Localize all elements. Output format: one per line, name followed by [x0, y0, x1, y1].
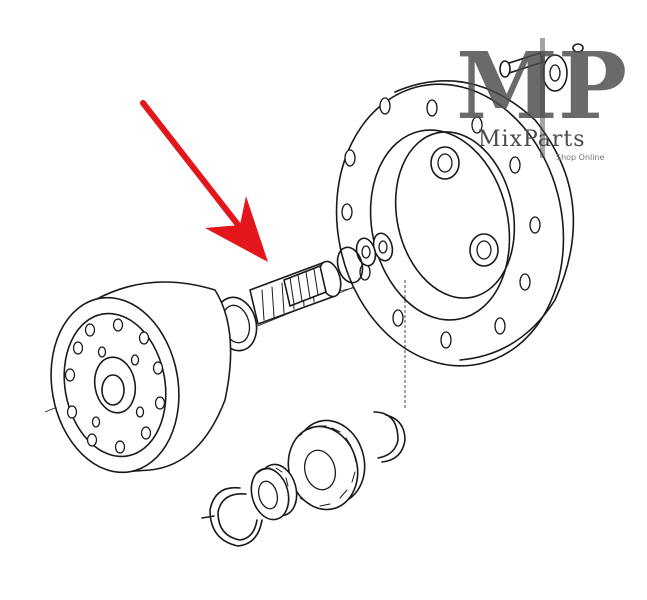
hub-flange-bolt-holes: [341, 97, 541, 349]
hub-pin-bosses: [430, 146, 499, 267]
thrust-washers: [336, 232, 394, 284]
bolt-and-washer: [499, 43, 584, 92]
mixparts-watermark-logo: MP MixParts Shop Online: [456, 32, 627, 162]
splined-shaft: [249, 260, 342, 325]
logo-tagline: Shop Online: [556, 153, 605, 162]
carrier-bolt-holes: [64, 318, 166, 454]
flanged-hub: [335, 80, 575, 410]
planetary-carrier: [50, 281, 232, 474]
logo-name: MixParts: [478, 127, 586, 152]
highlight-arrow: [140, 100, 268, 262]
needle-bearing: [250, 463, 298, 521]
sun-gear: [287, 419, 366, 511]
snap-ring-small: [373, 411, 406, 463]
snap-ring-large: [201, 486, 263, 547]
